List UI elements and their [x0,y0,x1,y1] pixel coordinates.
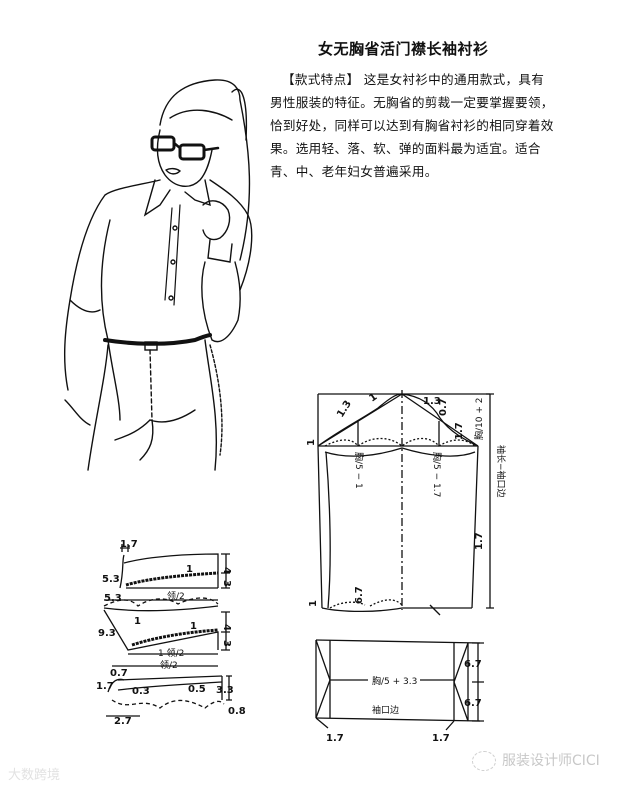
label-1-3-right: 1.3 [423,396,441,407]
cuff-pattern-diagram [315,639,484,731]
collar-3-3: 3.3 [216,685,234,696]
description-line: 恰到好处，同样可以达到有胸省衬衫的相同穿着效 [270,118,554,133]
description-line: 果。选用轻、落、软、弹的面料最为适宜。适合 [270,141,541,156]
description-line: 男性服装的特征。无胸省的剪裁一定要掌握要领， [270,95,554,110]
label-0-7: 0.7 [438,398,449,416]
fashion-illustration [63,79,253,471]
collar-curve-1-b: 1 [134,616,141,627]
collar-5-3-b: 5.3 [104,593,122,604]
collar-5-3: 5.3 [102,574,120,585]
label-1-3: 1.3 [335,399,354,420]
collar-1-7-b: 1.7 [96,681,114,692]
label-side-1-7: 1.7 [474,532,485,550]
cuff-bottom-height: 6.7 [464,698,482,709]
collar-4-b: 4 [221,624,232,631]
cuff-top-height: 6.7 [464,659,482,670]
collar-3: 3 [221,580,232,587]
collar-4: 4 [221,567,232,574]
cuff-width-formula: 胸/5 + 3.3 [372,675,417,687]
watermark-right: 服装设计师CICI [472,750,600,771]
sleeve-pattern-labels: 1.3 1 1.3 0.7 1.7 1 胸/5 − 1 胸/5 − 1.7 胸/… [306,391,507,607]
cuff-edge-label: 袖口边 [372,704,399,716]
collar-9-3: 9.3 [98,628,116,639]
collar-0-7: 0.7 [110,668,128,679]
collar-half-formula: 领/2 [167,590,185,602]
label-left-1: 1 [306,439,317,446]
wechat-icon [472,751,496,771]
collar-curve-1-c: 1 [190,621,197,632]
page-title: 女无胸省活门襟长袖衬衫 [318,40,489,58]
collar-half-formula-b: 1 领/2 [158,647,184,659]
collar-pattern-diagram [103,544,232,717]
watermark-left: 大数跨境 [8,768,61,783]
collar-3-b: 3 [221,640,232,647]
collar-2-7: 2.7 [114,716,132,727]
collar-curve-1: 1 [186,564,193,575]
collar-half-formula-c: 领/2 [160,659,178,671]
collar-pattern-labels: 1.7 5.3 1 4 3 5.3 领/2 1 9.3 1 4 3 1 领/2 … [96,539,246,727]
description-line: 青、中、老年妇女普遍采用。 [270,164,438,179]
collar-0-3: 0.3 [132,686,150,697]
cuff-pattern-labels: 胸/5 + 3.3 6.7 6.7 袖口边 1.7 1.7 [326,659,482,744]
collar-0-5: 0.5 [188,684,206,695]
label-hem-1: 1 [308,600,319,607]
cuff-left-1-7: 1.7 [326,733,344,744]
cuff-right-1-7: 1.7 [432,733,450,744]
back-width-formula: 胸/5 − 1.7 [431,452,443,497]
sleeve-length-formula: 袖长−袖口边 [495,445,507,498]
label-6-7: 6.7 [354,586,365,604]
section-label: 【款式特点】 [282,72,360,87]
description-line: 这是女衬衫中的通用款式，具有 [363,72,545,87]
sleeve-pattern-diagram [317,390,494,616]
collar-1-7: 1.7 [120,539,138,550]
front-width-formula: 胸/5 − 1 [353,452,365,489]
watermark-right-text: 服装设计师CICI [502,753,600,769]
cap-height-formula: 胸/10 + 2 [473,398,485,440]
collar-0-8: 0.8 [228,706,246,717]
label-1-7: 1.7 [454,422,465,440]
style-description: 【款式特点】 这是女衬衫中的通用款式，具有 男性服装的特征。无胸省的剪裁一定要掌… [270,68,600,183]
